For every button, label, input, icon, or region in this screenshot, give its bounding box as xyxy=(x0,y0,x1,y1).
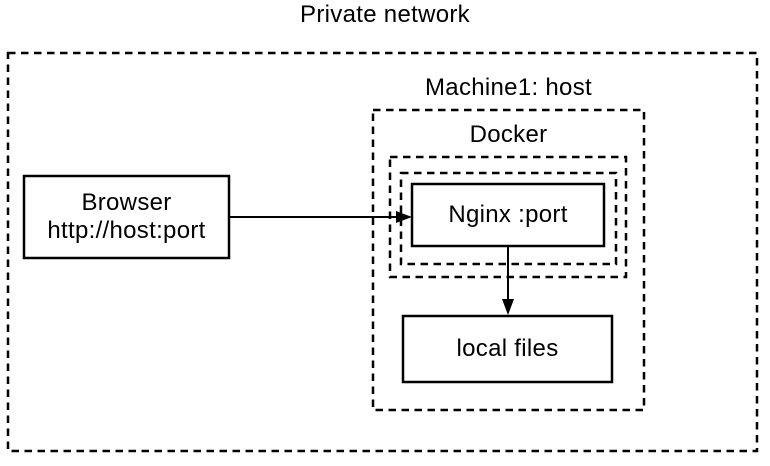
machine-host-label: Machine1: host xyxy=(425,74,592,101)
arrowhead-right-icon xyxy=(396,211,412,223)
arrow-browser-to-nginx xyxy=(229,211,412,223)
local-files-node-box xyxy=(401,314,614,384)
machine-host-box xyxy=(371,108,646,412)
browser-node-box xyxy=(22,174,231,260)
browser-node-title: Browser xyxy=(81,189,172,216)
arrowhead-down-icon xyxy=(502,299,514,315)
docker-label: Docker xyxy=(469,121,548,148)
browser-node-url: http://host:port xyxy=(47,217,206,244)
nginx-node-label: Nginx :port xyxy=(448,201,568,228)
arrow-nginx-to-local-files xyxy=(502,246,514,315)
private-network-title: Private network xyxy=(300,1,470,28)
private-network-box xyxy=(6,51,759,453)
local-files-node-label: local files xyxy=(456,335,559,362)
browser-node-label: Browser http://host:port xyxy=(24,176,229,258)
